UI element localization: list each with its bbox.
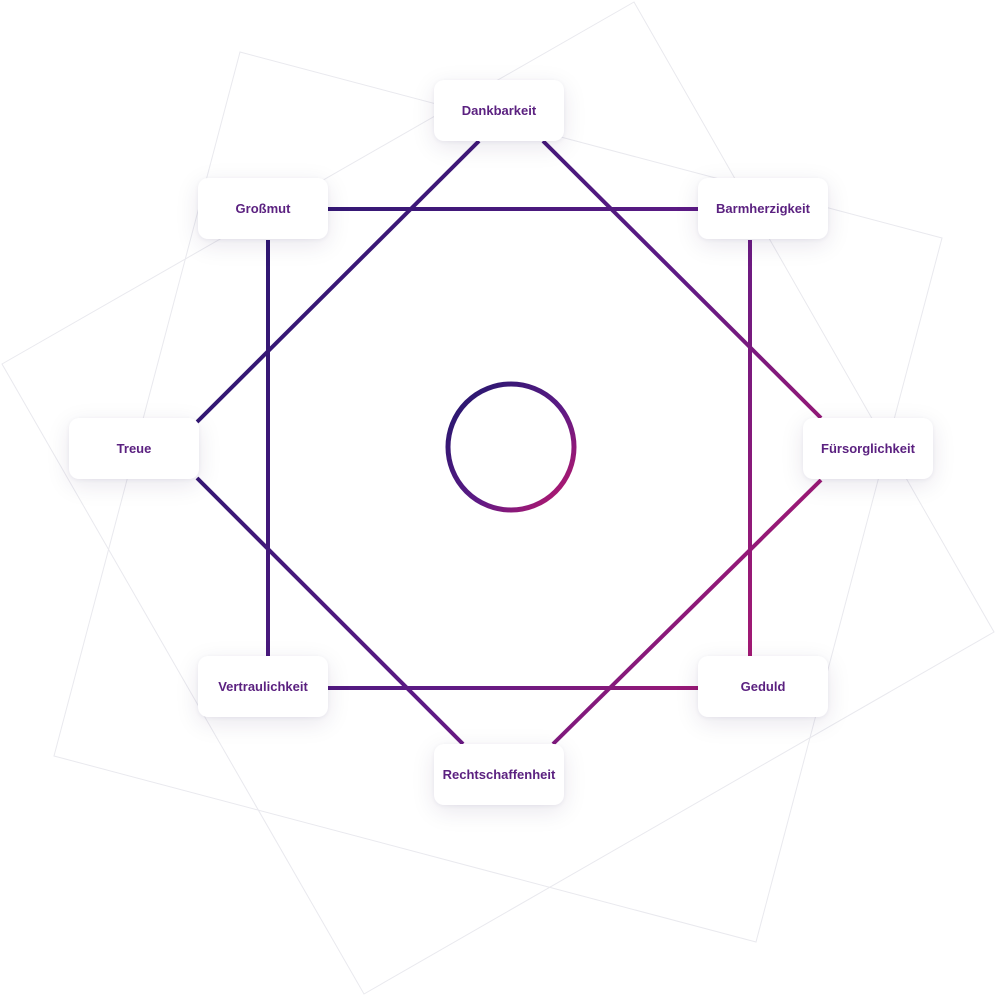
edge-rechtschaffenheit-treue — [195, 476, 465, 746]
node-geduld: Geduld — [698, 656, 828, 717]
background-square-1 — [53, 51, 943, 943]
edge-dankbarkeit-fuersorglichkeit — [541, 139, 823, 420]
node-fuersorglichkeit: Fürsorglichkeit — [803, 418, 933, 479]
node-barmherzigkeit: Barmherzigkeit — [698, 178, 828, 239]
edge-fuersorglichkeit-rechtschaffenheit — [551, 478, 823, 746]
node-treue: Treue — [69, 418, 199, 479]
square-connector — [266, 207, 752, 690]
node-vertraulichkeit: Vertraulichkeit — [198, 656, 328, 717]
node-dankbarkeit: Dankbarkeit — [434, 80, 564, 141]
edge-treue-dankbarkeit — [195, 139, 481, 424]
node-grossmut: Großmut — [198, 178, 328, 239]
node-rechtschaffenheit: Rechtschaffenheit — [434, 744, 564, 805]
diamond-connector — [195, 139, 823, 746]
center-ring — [445, 381, 577, 513]
